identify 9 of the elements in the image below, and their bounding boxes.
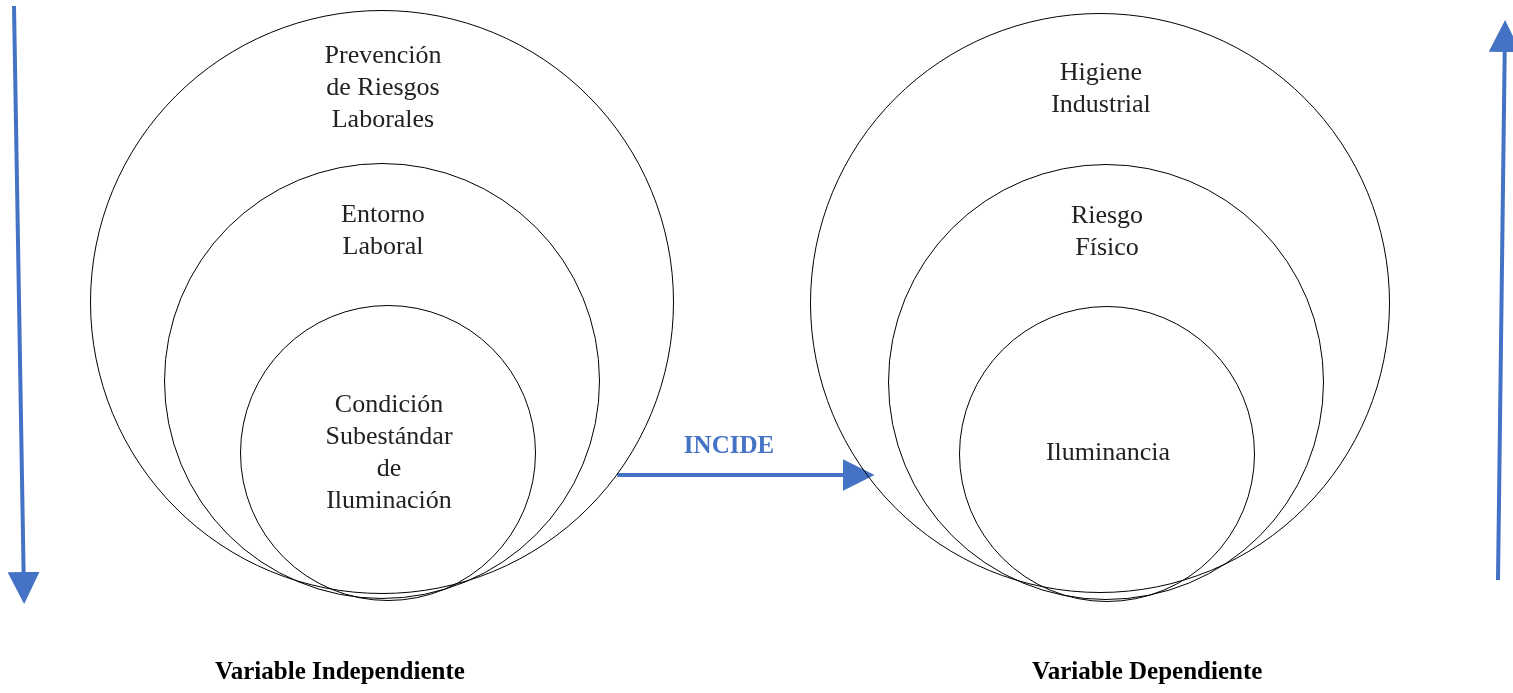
- circle-label: Iluminancia: [1044, 436, 1172, 468]
- circle-label: Higiene Industrial: [1050, 56, 1152, 120]
- caption: Variable Independiente: [215, 657, 465, 685]
- circle-label: Riesgo Físico: [1069, 199, 1145, 263]
- arrow: [617, 459, 875, 491]
- circle-label: Prevención de Riesgos Laborales: [323, 39, 443, 135]
- caption: Variable Dependiente: [1032, 657, 1263, 685]
- circle-label: Condición Subestándar de Iluminación: [324, 388, 454, 516]
- circle-label: Entorno Laboral: [340, 198, 426, 262]
